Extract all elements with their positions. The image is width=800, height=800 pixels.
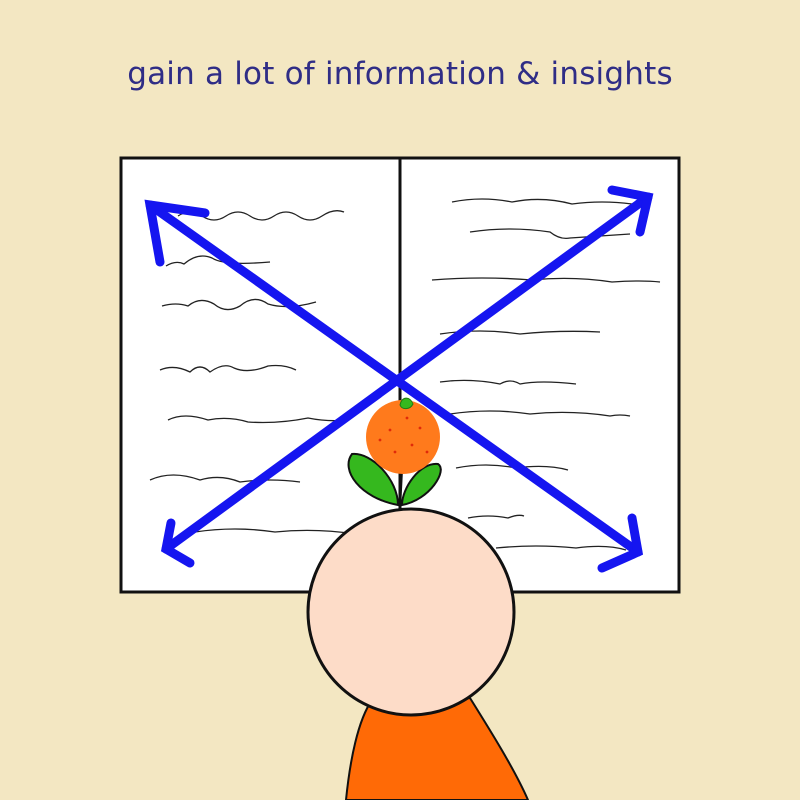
person-head: [306, 507, 516, 717]
leaves-icon: [347, 452, 442, 511]
person-body: [344, 696, 530, 800]
four-direction-arrows-icon: [144, 185, 654, 573]
orange-icon: [366, 397, 440, 474]
caption-text: gain a lot of information & insights: [127, 56, 673, 92]
